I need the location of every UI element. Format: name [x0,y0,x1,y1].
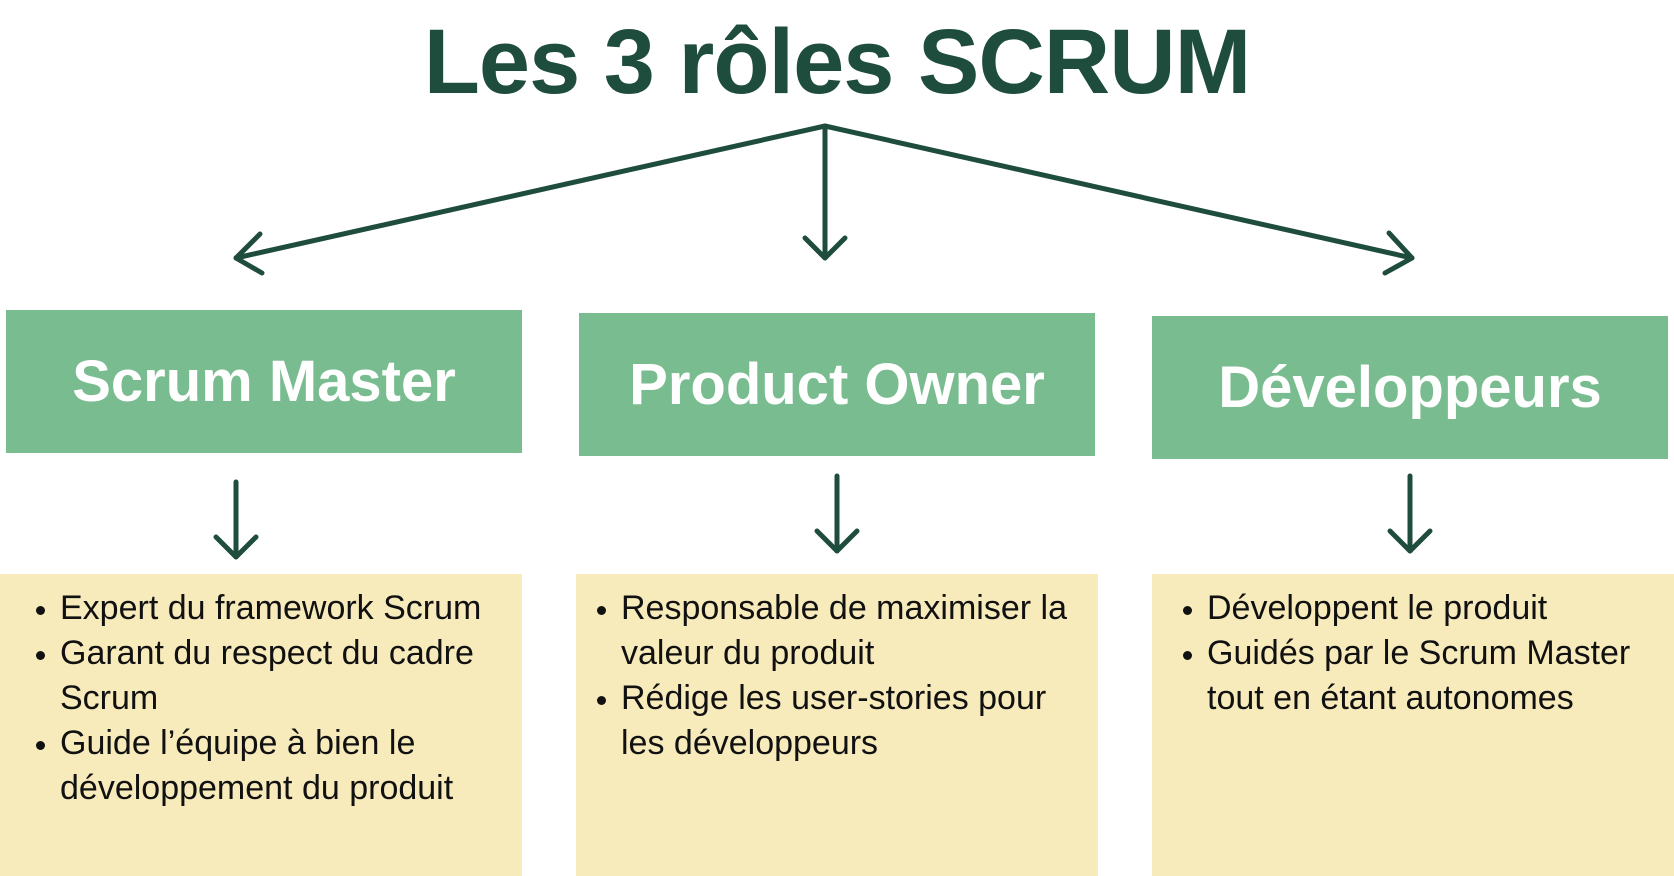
list-item: Responsable de maximiser la valeur du pr… [621,586,1086,676]
role-title-scrum-master: Scrum Master [72,349,456,414]
arrow-title-to-developpeurs [822,123,1415,276]
desc-list-developpeurs: Développent le produit Guidés par le Scr… [1152,586,1662,721]
role-box-product-owner: Product Owner [579,313,1095,456]
role-title-developpeurs: Développeurs [1218,355,1602,420]
arrow-developpeurs-to-desc [1387,473,1433,554]
desc-box-scrum-master: Expert du framework Scrum Garant du resp… [0,574,522,876]
list-item: Expert du framework Scrum [60,586,510,631]
desc-list-product-owner: Responsable de maximiser la valeur du pr… [576,586,1086,766]
arrow-title-to-scrum-master [233,123,828,276]
desc-box-developpeurs: Développent le produit Guidés par le Scr… [1152,574,1674,876]
desc-list-scrum-master: Expert du framework Scrum Garant du resp… [0,586,510,811]
arrow-scrum-master-to-desc [213,479,259,560]
desc-box-product-owner: Responsable de maximiser la valeur du pr… [576,574,1098,876]
role-box-scrum-master: Scrum Master [6,310,522,453]
list-item: Rédige les user-stories pour les dévelop… [621,676,1086,766]
role-box-developpeurs: Développeurs [1152,316,1668,459]
arrow-title-to-product-owner [802,123,848,261]
arrow-product-owner-to-desc [814,473,860,554]
list-item: Guide l’équipe à bien le développement d… [60,721,510,811]
list-item: Développent le produit [1207,586,1662,631]
list-item: Guidés par le Scrum Master tout en étant… [1207,631,1662,721]
diagram-title: Les 3 rôles SCRUM [423,10,1252,113]
list-item: Garant du respect du cadre Scrum [60,631,510,721]
role-title-product-owner: Product Owner [629,352,1045,417]
